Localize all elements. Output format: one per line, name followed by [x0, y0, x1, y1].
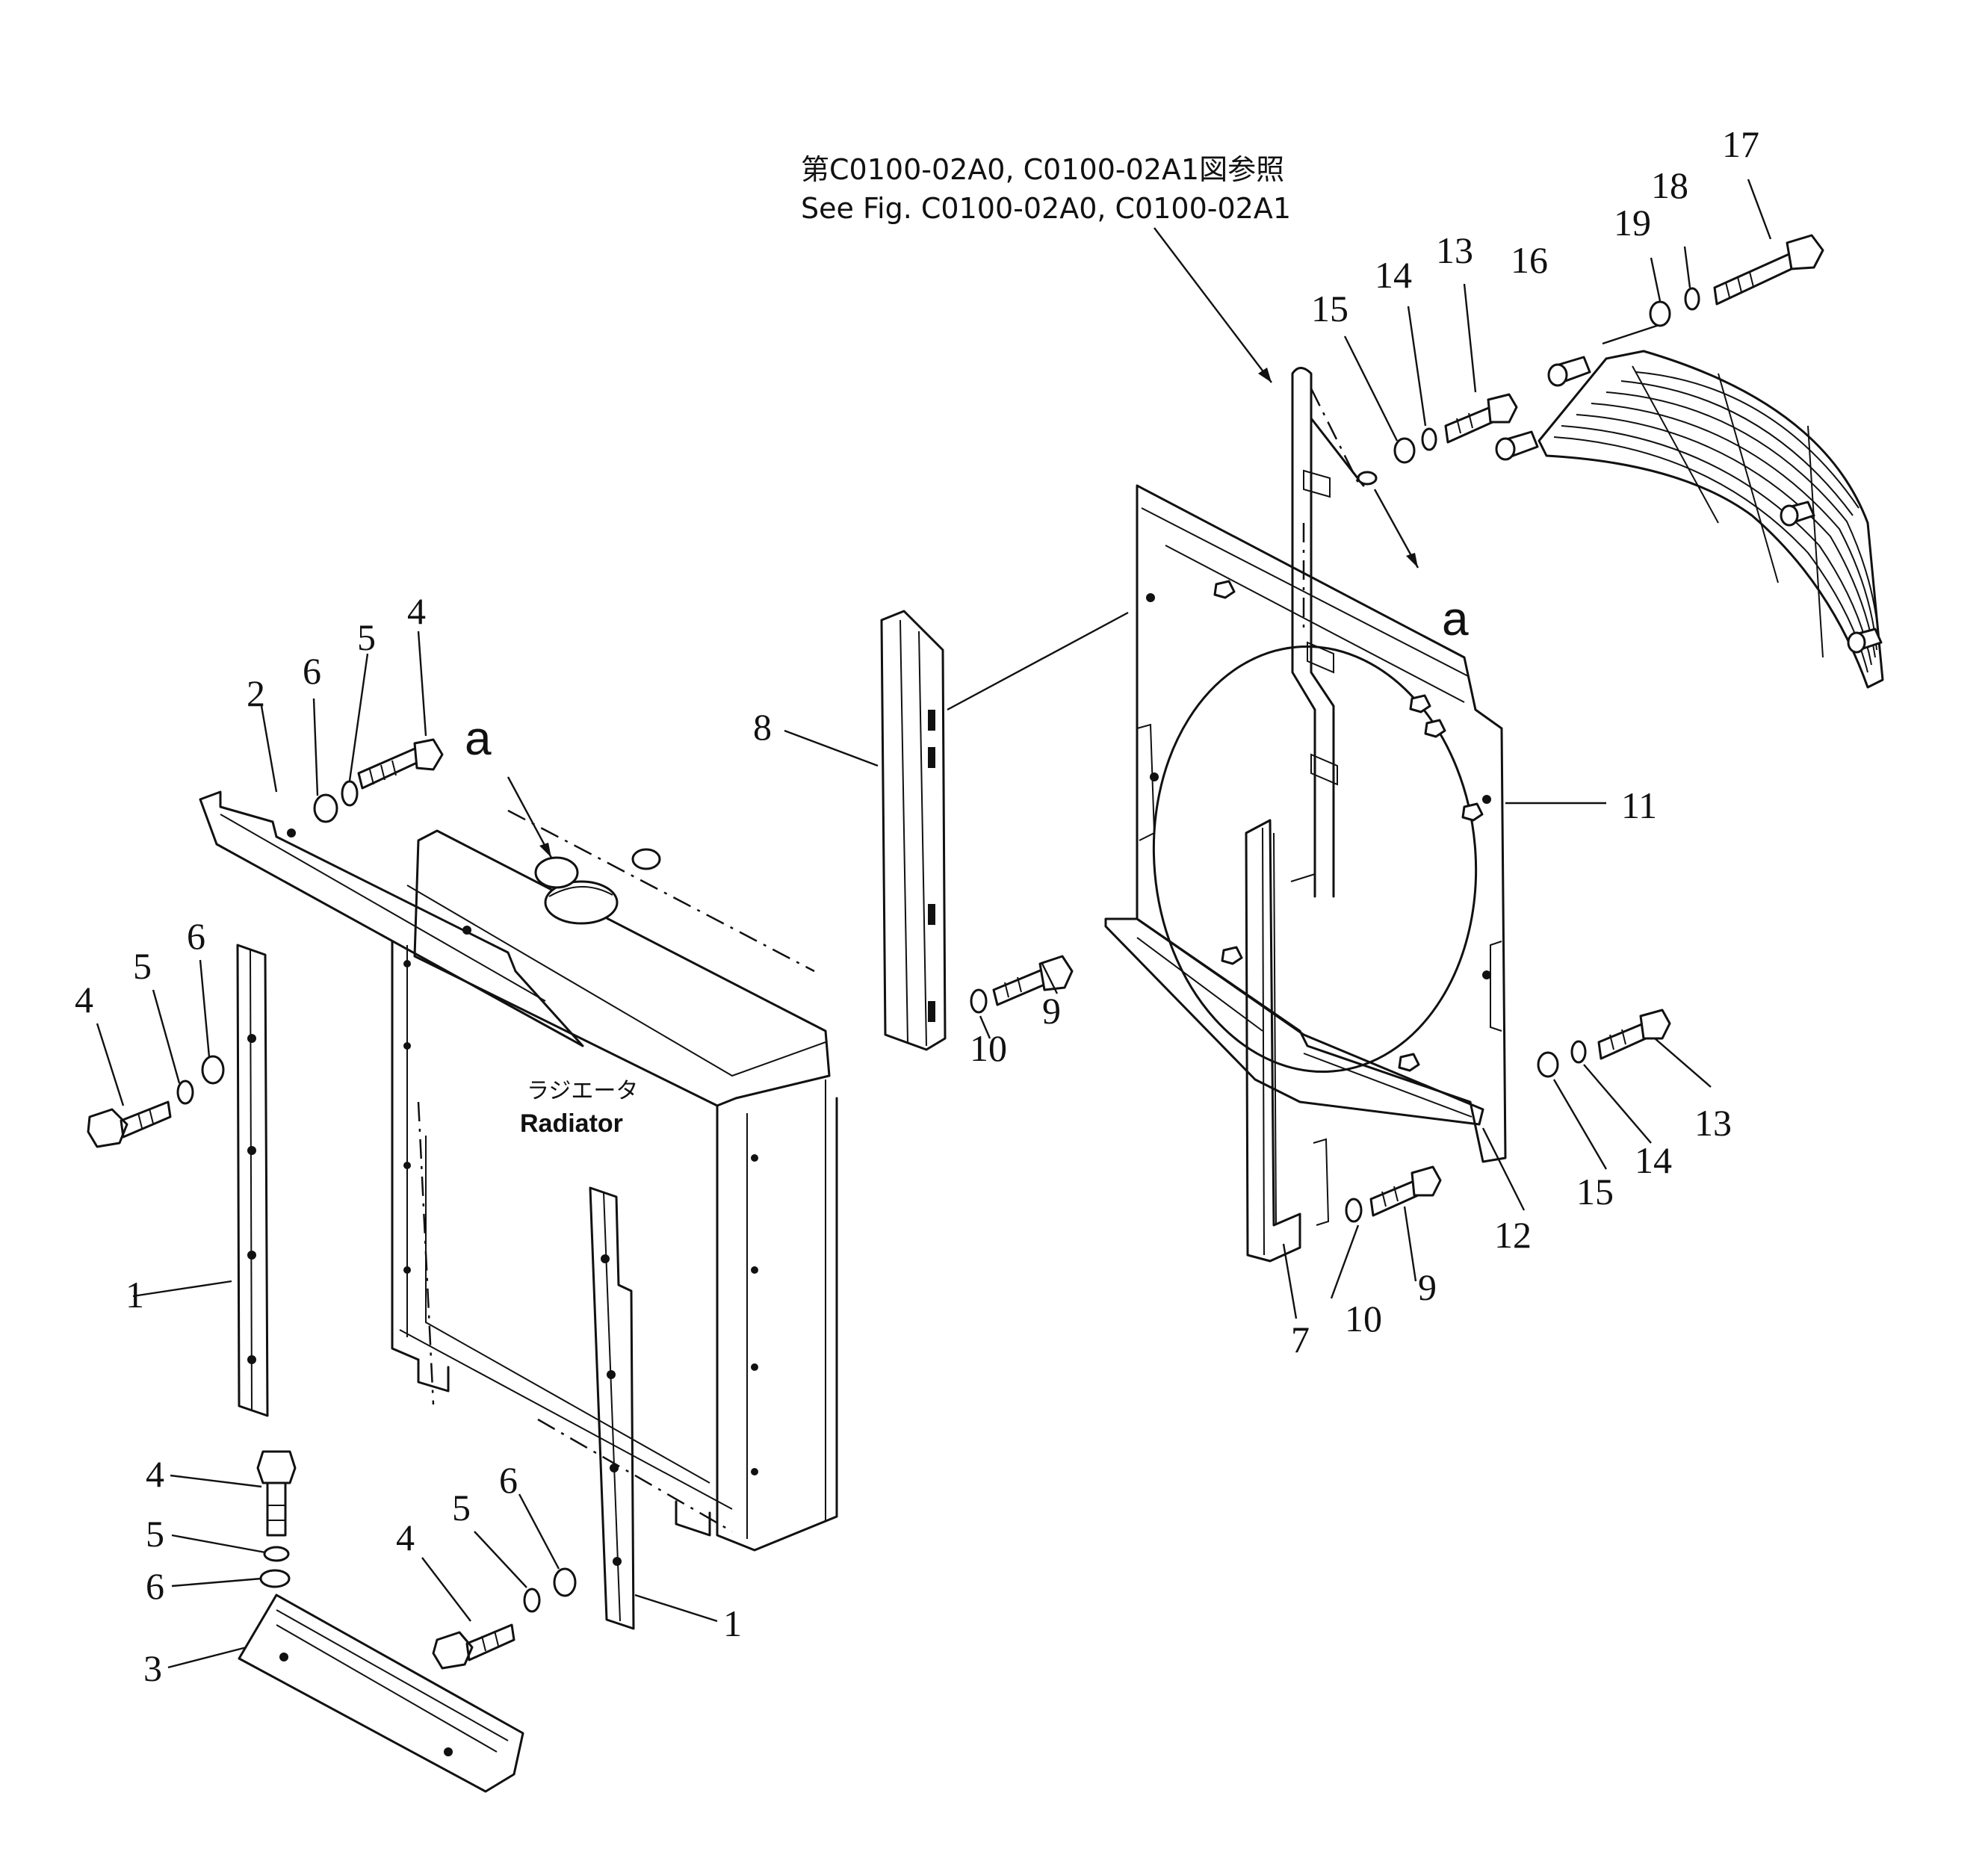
washer-15-lower: [1537, 1051, 1559, 1078]
bolt-4-bottom: [432, 1623, 515, 1670]
connection-mark-a-shroud: a: [1442, 592, 1469, 645]
radiator-label-en: Radiator: [520, 1109, 623, 1138]
figure-reference-note: 第C0100-02A0, C0100-02A1図参照 See Fig. C010…: [801, 153, 1291, 383]
spring-washer-5-bottom: [523, 1588, 541, 1613]
spring-washer-18: [1684, 287, 1700, 311]
bolt-4-left: [87, 1100, 172, 1148]
spring-washer-5-top: [341, 780, 359, 807]
washer-6-vertical: [259, 1569, 291, 1588]
washer-19: [1649, 300, 1671, 327]
bottom-seal-plate: [238, 1594, 524, 1793]
callout-12: 12: [1494, 1214, 1532, 1256]
fan-guard-16: [1495, 350, 1884, 689]
side-seal-plate-left: [236, 944, 269, 1417]
callout-6: 6: [187, 915, 205, 957]
callout-1: 1: [723, 1602, 742, 1644]
callout-9: 9: [1042, 990, 1061, 1032]
callout-2: 2: [247, 672, 265, 714]
callout-5: 5: [452, 1487, 471, 1529]
reference-note-en: See Fig. C0100-02A0, C0100-02A1: [801, 192, 1291, 225]
callout-leaders: [96, 179, 1772, 1669]
callout-17: 17: [1722, 123, 1759, 165]
washer-15-upper: [1393, 437, 1416, 464]
callout-18: 18: [1651, 164, 1688, 206]
callout-5: 5: [146, 1513, 164, 1555]
spring-washer-5-vertical: [263, 1546, 290, 1562]
callout-16: 16: [1511, 239, 1548, 281]
spring-washer-14-upper: [1421, 427, 1437, 451]
connection-mark-a-radiator: a: [465, 711, 492, 765]
callout-7: 7: [1291, 1319, 1310, 1360]
callout-5: 5: [357, 616, 376, 658]
callout-13: 13: [1694, 1102, 1732, 1144]
washer-6-top: [313, 793, 338, 823]
bolt-4-vertical: [256, 1450, 297, 1537]
callout-19: 19: [1614, 202, 1651, 244]
callout-9: 9: [1418, 1266, 1437, 1308]
bolt-4-top: [357, 738, 444, 790]
callout-4: 4: [75, 979, 93, 1020]
reference-note-jp: 第C0100-02A0, C0100-02A1図参照: [801, 153, 1284, 186]
callout-5: 5: [133, 945, 152, 987]
side-seal-plate-right: [589, 1186, 635, 1630]
callout-1: 1: [126, 1274, 144, 1316]
callout-10: 10: [1345, 1298, 1382, 1339]
spring-washer-5-left: [176, 1080, 194, 1105]
callout-3: 3: [143, 1647, 162, 1689]
shroud-side-seal-8: [880, 610, 947, 1051]
callout-14: 14: [1375, 254, 1412, 296]
bolt-13-upper: [1444, 393, 1518, 444]
radiator-label-jp: ラジエータ: [527, 1078, 638, 1104]
callout-4: 4: [396, 1517, 415, 1558]
callout-6: 6: [146, 1565, 164, 1607]
callout-11: 11: [1621, 784, 1657, 826]
bolt-13-lower: [1597, 1009, 1671, 1060]
overflow-pipe: [1291, 367, 1378, 898]
callout-15: 15: [1311, 288, 1348, 329]
washer-6-left: [201, 1055, 225, 1085]
spring-washer-10-lower: [1345, 1198, 1363, 1223]
callout-4: 4: [146, 1453, 164, 1495]
side-seal-7: [1245, 819, 1330, 1263]
callout-6: 6: [303, 650, 321, 692]
callout-4: 4: [407, 590, 426, 632]
callout-10: 10: [970, 1027, 1007, 1069]
washer-6-bottom: [553, 1567, 577, 1597]
callout-8: 8: [753, 706, 772, 748]
bolt-9-upper: [992, 955, 1074, 1006]
callout-15: 15: [1576, 1171, 1614, 1212]
radiator-core: [391, 809, 838, 1552]
callout-13: 13: [1436, 229, 1473, 271]
fan-shroud-11: [1136, 484, 1507, 1163]
callout-14: 14: [1635, 1139, 1672, 1181]
top-seal-plate: [199, 790, 584, 1047]
bolt-9-lower: [1369, 1165, 1442, 1217]
spring-washer-10-upper: [970, 988, 988, 1014]
callout-numbers: 2 6 5 4 4 5 6 1 4 5 6 3 4 5 6 1 8 10 9 1…: [75, 123, 1759, 1689]
bolt-17: [1713, 234, 1824, 306]
shroud-lower-seal-12: [1104, 917, 1484, 1126]
spring-washer-14-lower: [1570, 1040, 1587, 1064]
callout-6: 6: [499, 1459, 518, 1501]
